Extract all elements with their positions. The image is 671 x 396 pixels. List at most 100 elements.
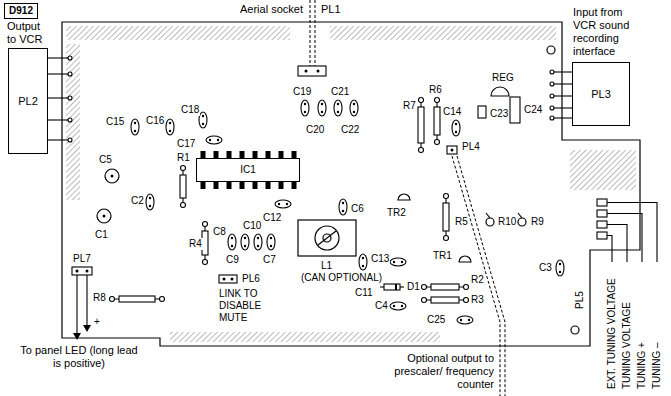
connector-name: PL7 bbox=[72, 253, 92, 265]
capacitor-lead bbox=[304, 103, 306, 105]
arrow-head bbox=[83, 325, 91, 332]
ic-pin bbox=[292, 151, 297, 158]
connector-pins bbox=[219, 275, 237, 283]
polarity-mark: + bbox=[93, 316, 101, 328]
resistor-symbol bbox=[464, 298, 469, 303]
capacitor-lead bbox=[149, 197, 151, 199]
note-label: Optional output to prescaler/ frequency … bbox=[390, 352, 495, 391]
capacitor-symbol bbox=[556, 260, 564, 276]
capacitor-lead bbox=[353, 111, 355, 113]
capacitor-lead bbox=[362, 257, 364, 259]
signal-name: TUNING VOLTAGE bbox=[621, 301, 633, 390]
tuning-lead bbox=[607, 214, 642, 263]
drawing-number-box: D912 bbox=[4, 3, 38, 19]
tuning-lead bbox=[607, 225, 627, 263]
pin-dot bbox=[76, 270, 79, 273]
resistor-symbol bbox=[181, 166, 186, 171]
capacitor-symbol bbox=[457, 316, 473, 324]
capacitor-lead bbox=[393, 305, 395, 307]
capacitor-lead bbox=[460, 319, 462, 321]
connector-name: PL1 bbox=[320, 3, 342, 16]
capacitor-lead bbox=[209, 139, 211, 141]
pin-dot bbox=[86, 270, 89, 273]
capacitor-lead bbox=[321, 111, 323, 113]
capacitor-symbol bbox=[350, 100, 358, 116]
resistor-symbol bbox=[444, 236, 449, 241]
electrolytic-lead bbox=[103, 175, 114, 218]
connector-pins bbox=[68, 118, 72, 122]
capacitor-lead bbox=[278, 203, 280, 205]
electrolytic-capacitor bbox=[105, 169, 119, 183]
connector-block: PL3 bbox=[572, 62, 630, 126]
coil-can bbox=[315, 226, 339, 250]
capacitor-lead bbox=[468, 319, 470, 321]
tuning-lead bbox=[607, 236, 612, 263]
capacitor-symbol bbox=[452, 120, 460, 136]
ic-pin bbox=[201, 182, 206, 189]
diode-symbol bbox=[380, 284, 404, 290]
pin-dot bbox=[76, 70, 454, 281]
resistor-symbol bbox=[419, 98, 424, 103]
board-outline bbox=[62, 22, 640, 346]
capacitor-symbol bbox=[131, 119, 139, 135]
arrow-head bbox=[73, 325, 91, 340]
capacitor-lead bbox=[169, 130, 171, 132]
connector-pins bbox=[597, 210, 607, 217]
part-label: R1 bbox=[176, 152, 191, 164]
connector-pins bbox=[550, 70, 554, 74]
pin-dot bbox=[451, 149, 454, 152]
arrow-head bbox=[73, 333, 81, 340]
connector-block: PL2 bbox=[8, 48, 48, 154]
connector-pins bbox=[597, 199, 607, 206]
part-label: C17 bbox=[176, 138, 196, 150]
ic-pin bbox=[240, 151, 245, 158]
electrolytic-lead bbox=[111, 175, 114, 178]
part-label: C1 bbox=[94, 229, 109, 241]
trimmer-symbol bbox=[518, 218, 526, 226]
connector-pins bbox=[597, 232, 607, 239]
resistor-symbol bbox=[422, 285, 427, 290]
part-label: C23 bbox=[489, 108, 509, 120]
capacitor-symbol bbox=[166, 119, 174, 135]
part-label: R5 bbox=[454, 216, 469, 228]
capacitor-symbol bbox=[301, 100, 309, 116]
connector-name: PL5 bbox=[574, 290, 586, 310]
capacitor-lead bbox=[231, 237, 233, 239]
pin-dot bbox=[223, 278, 226, 281]
capacitor-symbol bbox=[478, 106, 486, 118]
connector-pins bbox=[552, 117, 572, 118]
connector-pins bbox=[552, 95, 572, 96]
resistor-symbol bbox=[180, 175, 186, 198]
capacitor-lead bbox=[134, 122, 136, 124]
board-outline bbox=[547, 46, 555, 54]
capacitor-symbol bbox=[359, 254, 367, 270]
board-outline bbox=[571, 326, 579, 334]
pin-dot bbox=[305, 70, 308, 73]
capacitor-lead bbox=[401, 261, 403, 263]
part-label: TR1 bbox=[432, 250, 453, 262]
node-text: D912 bbox=[9, 5, 33, 17]
capacitor-lead bbox=[134, 130, 136, 132]
resistor-symbol bbox=[418, 107, 424, 143]
ic-pin bbox=[240, 182, 245, 189]
part-label: C13 bbox=[370, 253, 390, 265]
capacitor-lead bbox=[244, 245, 246, 247]
resistor-symbol bbox=[203, 222, 208, 227]
capacitor-lead bbox=[304, 111, 306, 113]
copper-area bbox=[170, 332, 440, 342]
part-label: C18 bbox=[180, 104, 200, 116]
led-lead bbox=[86, 275, 87, 326]
trimmer-symbol bbox=[486, 213, 490, 218]
ic-pin bbox=[279, 151, 284, 158]
electrolytic-lead bbox=[103, 215, 106, 218]
connector-pins bbox=[68, 72, 72, 76]
capacitor-symbol bbox=[241, 234, 249, 250]
connector-note: Input from VCR sound recording interface bbox=[572, 6, 636, 58]
connector-pins bbox=[48, 139, 70, 140]
ic-pin bbox=[253, 182, 258, 189]
capacitor-lead bbox=[342, 210, 344, 212]
part-label: C6 bbox=[350, 203, 365, 215]
part-label: R10 bbox=[497, 216, 517, 228]
